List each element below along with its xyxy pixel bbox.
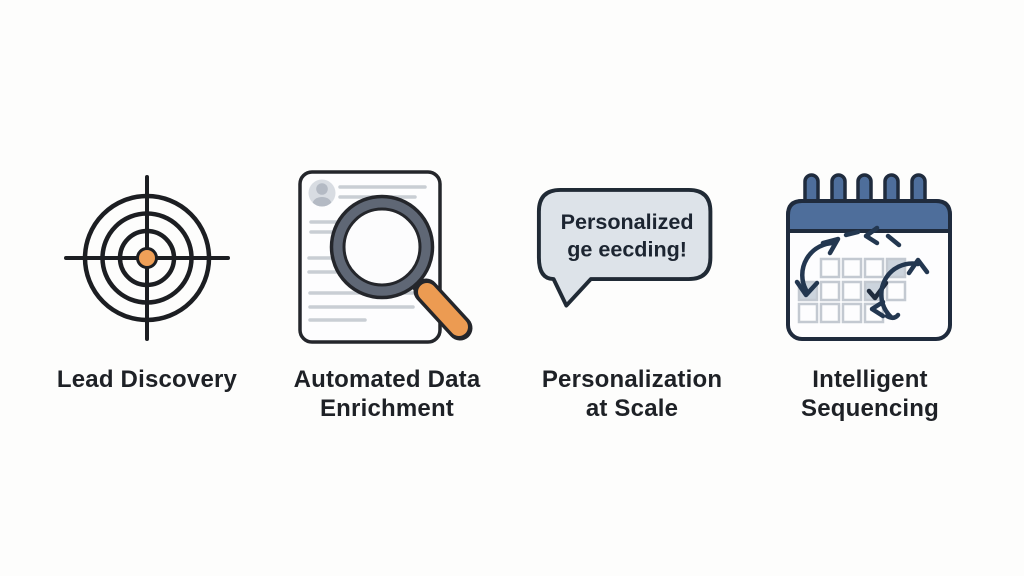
document-magnifier-icon bbox=[297, 170, 472, 344]
feature-label: Lead Discovery bbox=[57, 365, 237, 394]
target-icon bbox=[64, 174, 230, 341]
bubble-text-line: ge eecding! bbox=[567, 237, 687, 262]
feature-label-line: Intelligent bbox=[812, 366, 928, 393]
icon-container bbox=[27, 160, 267, 355]
feature-lead-discovery: Lead Discovery bbox=[27, 160, 267, 394]
feature-label-line: Enrichment bbox=[319, 395, 454, 422]
speech-bubble-shape bbox=[536, 187, 713, 308]
calendar-header bbox=[786, 198, 952, 233]
bubble-text-line: Personalized bbox=[561, 209, 694, 234]
feature-label-line: Automated Data bbox=[293, 366, 481, 393]
feature-personalization-at-scale: Personalized ge eecding! Personalization… bbox=[512, 160, 752, 423]
icon-container bbox=[750, 160, 990, 355]
feature-label-line: at Scale bbox=[585, 395, 679, 422]
speech-bubble-icon: Personalized ge eecding! bbox=[536, 187, 713, 308]
feature-label-line: Personalization bbox=[541, 366, 723, 393]
feature-label: Personalization at Scale bbox=[542, 365, 722, 423]
feature-label-line: Lead Discovery bbox=[56, 366, 238, 393]
target-center-dot bbox=[136, 246, 158, 269]
feature-label: Intelligent Sequencing bbox=[801, 365, 939, 423]
feature-automated-data-enrichment: Automated Data Enrichment bbox=[267, 160, 507, 423]
magnifier-handle bbox=[417, 283, 468, 336]
cycle-arrows-icon bbox=[794, 225, 930, 320]
icon-container: Personalized ge eecding! bbox=[512, 160, 752, 355]
calendar-icon bbox=[786, 172, 952, 341]
feature-label: Automated Data Enrichment bbox=[294, 365, 481, 423]
magnifying-glass bbox=[329, 194, 472, 341]
icon-container bbox=[267, 160, 507, 355]
feature-label-line: Sequencing bbox=[800, 395, 940, 422]
feature-intelligent-sequencing: Intelligent Sequencing bbox=[750, 160, 990, 423]
magnifier-rim bbox=[332, 197, 431, 297]
